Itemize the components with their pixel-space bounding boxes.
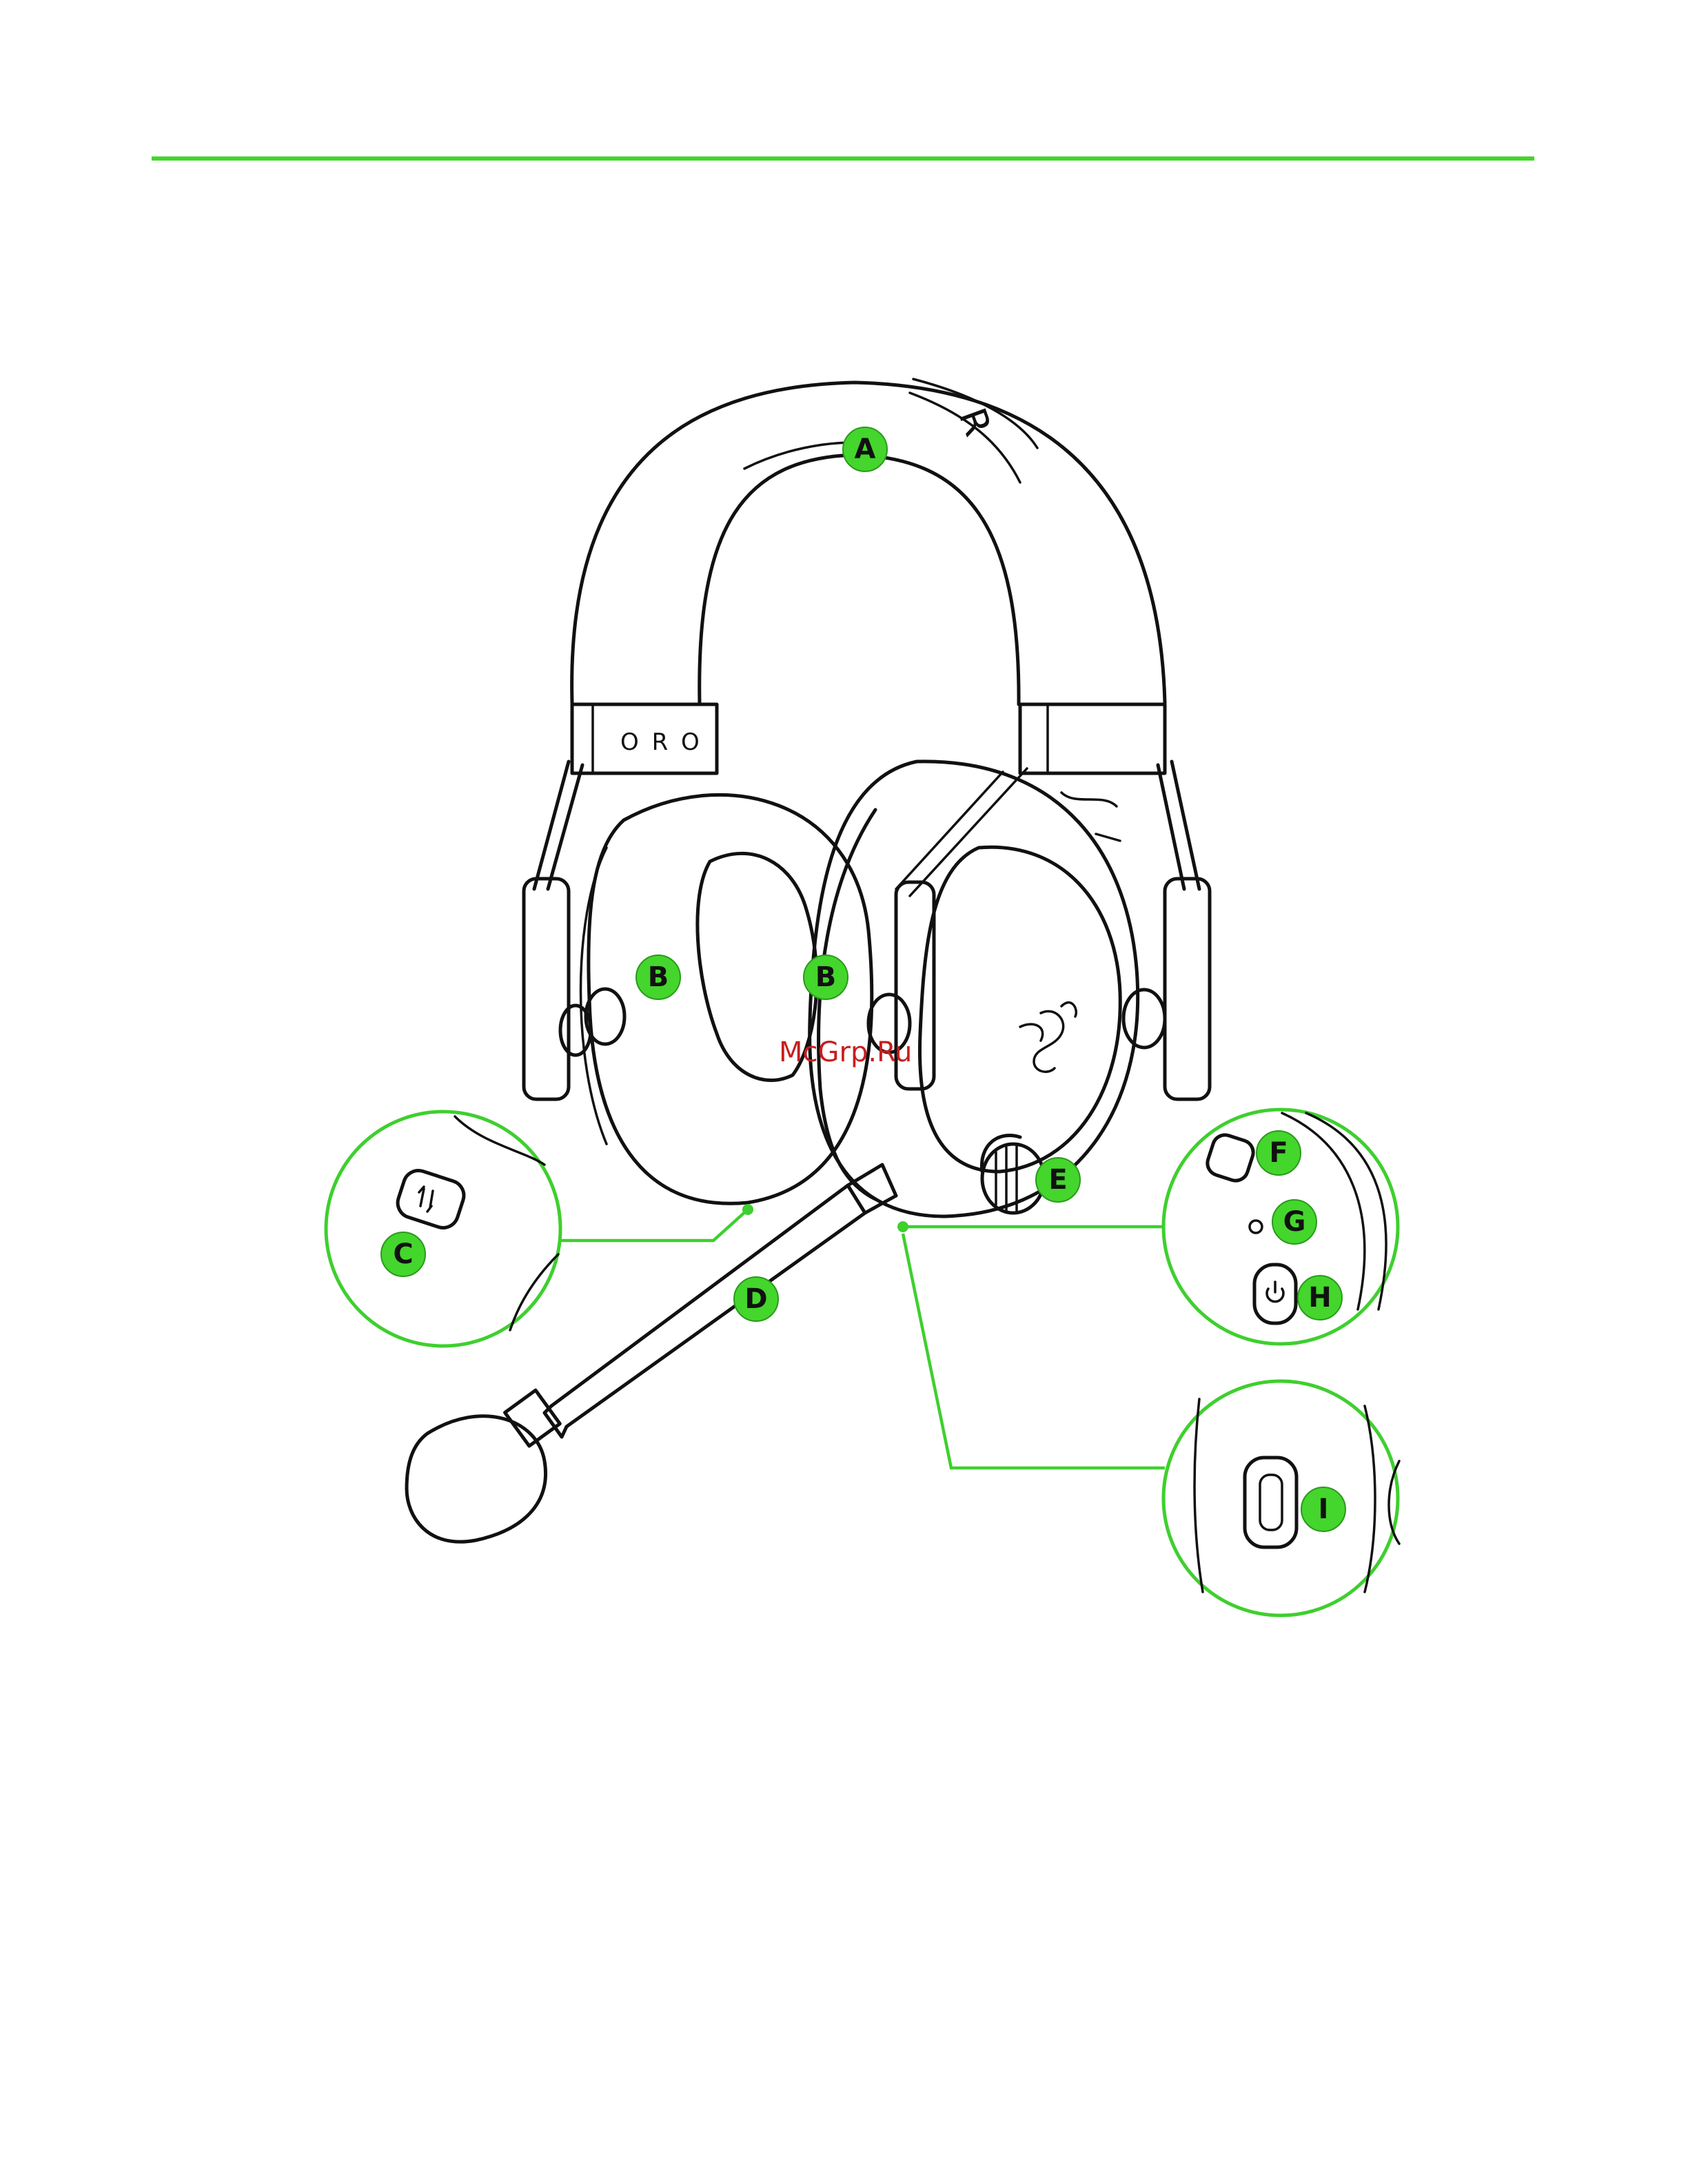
callout-h: H	[1298, 1276, 1342, 1320]
callout-g: G	[1272, 1200, 1316, 1244]
svg-text:H: H	[1308, 1282, 1331, 1314]
lead-line-i	[903, 1234, 1165, 1468]
svg-text:C: C	[393, 1238, 413, 1270]
right-earcup	[810, 762, 1165, 1216]
headband-brand-letter: R	[950, 402, 1000, 442]
lead-dot-fgh	[897, 1221, 908, 1232]
callout-f: F	[1257, 1131, 1301, 1175]
svg-text:I: I	[1319, 1493, 1329, 1525]
svg-text:A: A	[855, 433, 876, 465]
svg-text:F: F	[1269, 1137, 1288, 1169]
callout-c: C	[381, 1232, 425, 1276]
callout-e: E	[1036, 1158, 1080, 1202]
razer-snake-logo-icon	[1020, 1003, 1076, 1072]
svg-text:B: B	[648, 961, 669, 993]
callout-b-right: B	[804, 955, 848, 999]
callout-a: A	[843, 427, 887, 471]
headband-text: O R O	[620, 728, 702, 756]
svg-text:D: D	[744, 1283, 767, 1315]
lead-dot-c	[742, 1204, 753, 1215]
lead-line-c	[558, 1210, 748, 1241]
callout-i: I	[1301, 1487, 1345, 1531]
svg-text:B: B	[815, 961, 837, 993]
svg-text:E: E	[1048, 1164, 1067, 1196]
volume-dial	[982, 1135, 1044, 1213]
watermark: McGrp.Ru	[779, 1037, 912, 1068]
callout-d: D	[734, 1277, 778, 1321]
svg-text:G: G	[1283, 1206, 1306, 1238]
callout-b-left: B	[636, 955, 680, 999]
